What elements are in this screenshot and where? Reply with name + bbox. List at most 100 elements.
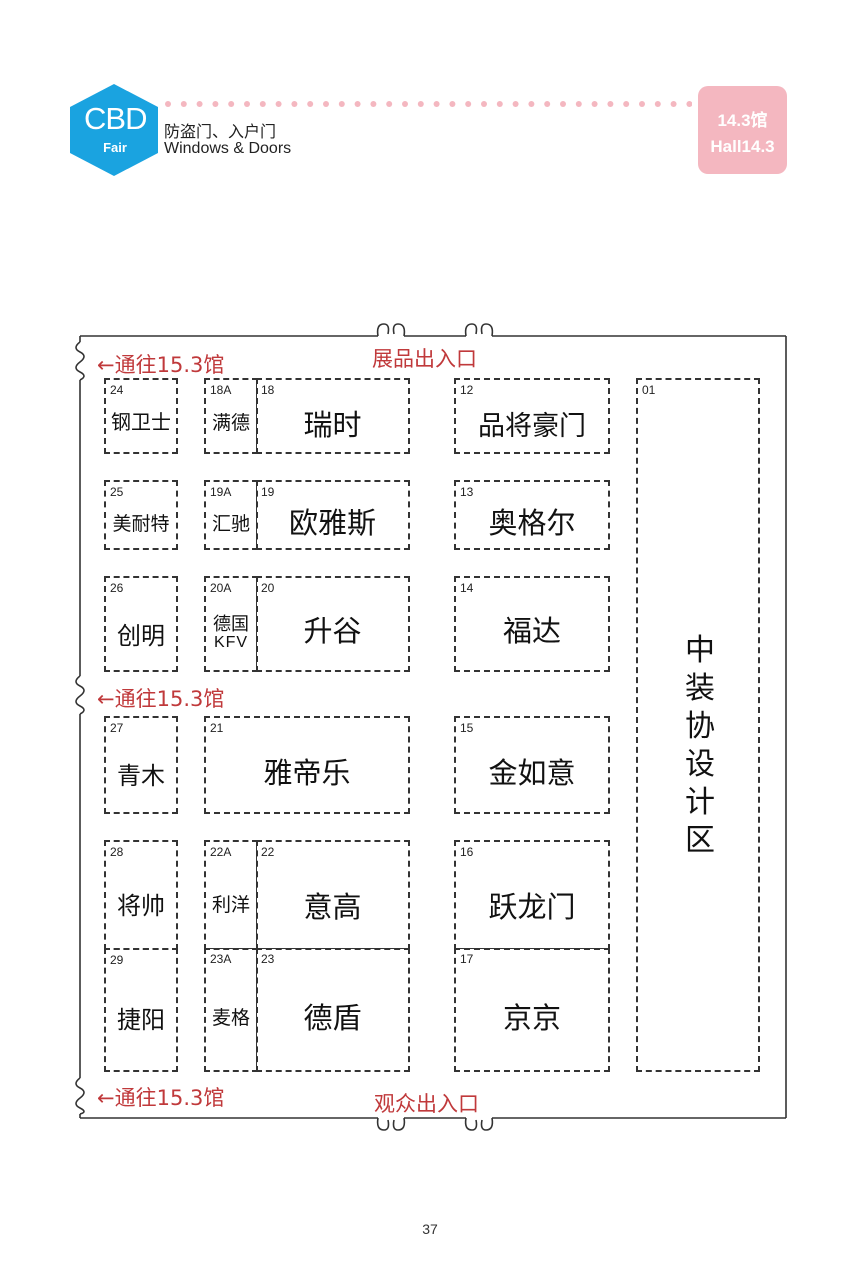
- booth-name: 美耐特: [112, 513, 170, 535]
- booth-number: 20: [261, 581, 275, 595]
- booth-number: 18A: [210, 383, 232, 397]
- booth-name: 金如意: [488, 756, 576, 790]
- booth-number: 29: [110, 953, 124, 967]
- booth-number: 19A: [210, 485, 232, 499]
- booth-28: 28 将帅: [104, 840, 178, 950]
- booth-number: 23A: [210, 952, 232, 966]
- booth-name: 满德: [211, 412, 250, 434]
- divider-dot: [228, 101, 235, 107]
- divider-dot: [386, 101, 393, 107]
- booth-23: 23 德盾: [256, 948, 410, 1072]
- divider-dot: [575, 101, 582, 107]
- divider-dot: [402, 101, 408, 107]
- divider-dot: [370, 101, 377, 107]
- booth-name: 钢卫士: [111, 410, 171, 434]
- divider-dot: [212, 101, 219, 107]
- booth-21: 21 雅帝乐: [204, 716, 410, 814]
- category-en: Windows & Doors: [164, 140, 292, 157]
- booth-15: 15 金如意: [454, 716, 610, 814]
- divider-dot: [544, 101, 551, 107]
- booth-name: 麦格: [211, 1007, 250, 1029]
- booth-number: 17: [460, 952, 474, 966]
- booth-14: 14 福达: [454, 576, 610, 672]
- booth-name: 雅帝乐: [263, 756, 351, 790]
- booth-name: 德国: [213, 614, 249, 635]
- divider-dot: [623, 101, 630, 107]
- booth-name: 意高: [303, 890, 362, 924]
- booth-number: 13: [460, 485, 474, 499]
- divider-dot: [259, 101, 266, 107]
- booth-name: 京京: [502, 1001, 561, 1035]
- booth-24: 24 钢卫士: [104, 378, 178, 454]
- divider-dot: [528, 101, 535, 107]
- passage-label-bottom: ←通往15.3馆: [97, 1086, 225, 1110]
- logo-text: CBD: [84, 101, 147, 136]
- booth-25: 25 美耐特: [104, 480, 178, 550]
- booth-number: 12: [460, 383, 474, 397]
- booth-18: 18 瑞时: [256, 378, 410, 454]
- visitor-entrance-label: 观众出入口: [374, 1092, 479, 1116]
- hall-cn: 14.3馆: [717, 111, 768, 130]
- divider-dot: [560, 101, 566, 107]
- booth-name: 将帅: [117, 892, 165, 920]
- divider-dot: [686, 101, 692, 107]
- divider-dot: [670, 101, 677, 107]
- booth-number: 27: [110, 721, 124, 735]
- booth-26: 26 创明: [104, 576, 178, 672]
- divider-dot: [196, 101, 203, 107]
- booth-number: 01: [642, 383, 656, 397]
- dotted-divider: [165, 101, 692, 107]
- booth-name: 福达: [502, 614, 561, 648]
- divider-dot: [496, 101, 503, 107]
- booth-name: 青木: [117, 762, 165, 790]
- booth-number: 19: [261, 485, 275, 499]
- exhibit-entrance-label: 展品出入口: [372, 347, 477, 371]
- divider-dot: [449, 101, 456, 107]
- passage-label-top: ←通往15.3馆: [97, 353, 225, 377]
- booth-16: 16 跃龙门: [454, 840, 610, 950]
- booth-name: 创明: [117, 622, 165, 650]
- booth-number: 22: [261, 845, 275, 859]
- booth-23a: 23A 麦格: [204, 948, 258, 1072]
- booth-name: 瑞时: [303, 408, 362, 442]
- booth-name: 中装协设计区: [685, 633, 715, 858]
- divider-dot: [433, 101, 440, 107]
- booth-name-line2: KFV: [213, 634, 249, 651]
- booth-name: 欧雅斯: [288, 506, 376, 540]
- booth-01-design-zone: 01 中装协设计区: [636, 378, 760, 1072]
- booth-17: 17 京京: [454, 948, 610, 1072]
- booth-name: 德盾: [303, 1001, 362, 1035]
- booth-number: 23: [261, 952, 275, 966]
- booth-name: 利洋: [211, 894, 250, 916]
- booth-22a: 22A 利洋: [204, 840, 258, 950]
- divider-dot: [291, 101, 298, 107]
- hall-en: Hall14.3: [710, 137, 775, 156]
- booth-number: 18: [261, 383, 275, 397]
- hall-badge: 14.3馆 Hall14.3: [698, 86, 787, 174]
- divider-dot: [465, 101, 472, 107]
- booth-number: 14: [460, 581, 474, 595]
- divider-dot: [307, 101, 314, 107]
- divider-dot: [323, 101, 329, 107]
- divider-dot: [354, 101, 361, 107]
- category-cn: 防盗门、入户门: [164, 122, 277, 141]
- booth-number: 21: [210, 721, 224, 735]
- page-number: 37: [422, 1221, 438, 1237]
- booth-18a: 18A 满德: [204, 378, 258, 454]
- booth-12: 12 品将豪门: [454, 378, 610, 454]
- booth-number: 22A: [210, 845, 232, 859]
- booth-number: 25: [110, 485, 124, 499]
- booth-19a: 19A 汇驰: [204, 480, 258, 550]
- divider-dot: [275, 101, 282, 107]
- divider-dot: [180, 101, 187, 107]
- divider-dot: [481, 101, 487, 107]
- booth-number: 26: [110, 581, 124, 595]
- booth-13: 13 奥格尔: [454, 480, 610, 550]
- booth-name: 捷阳: [117, 1006, 165, 1034]
- booth-29: 29 捷阳: [104, 948, 178, 1072]
- booth-number: 20A: [210, 581, 232, 595]
- booth-20: 20 升谷: [256, 576, 410, 672]
- booth-27: 27 青木: [104, 716, 178, 814]
- divider-dot: [591, 101, 598, 107]
